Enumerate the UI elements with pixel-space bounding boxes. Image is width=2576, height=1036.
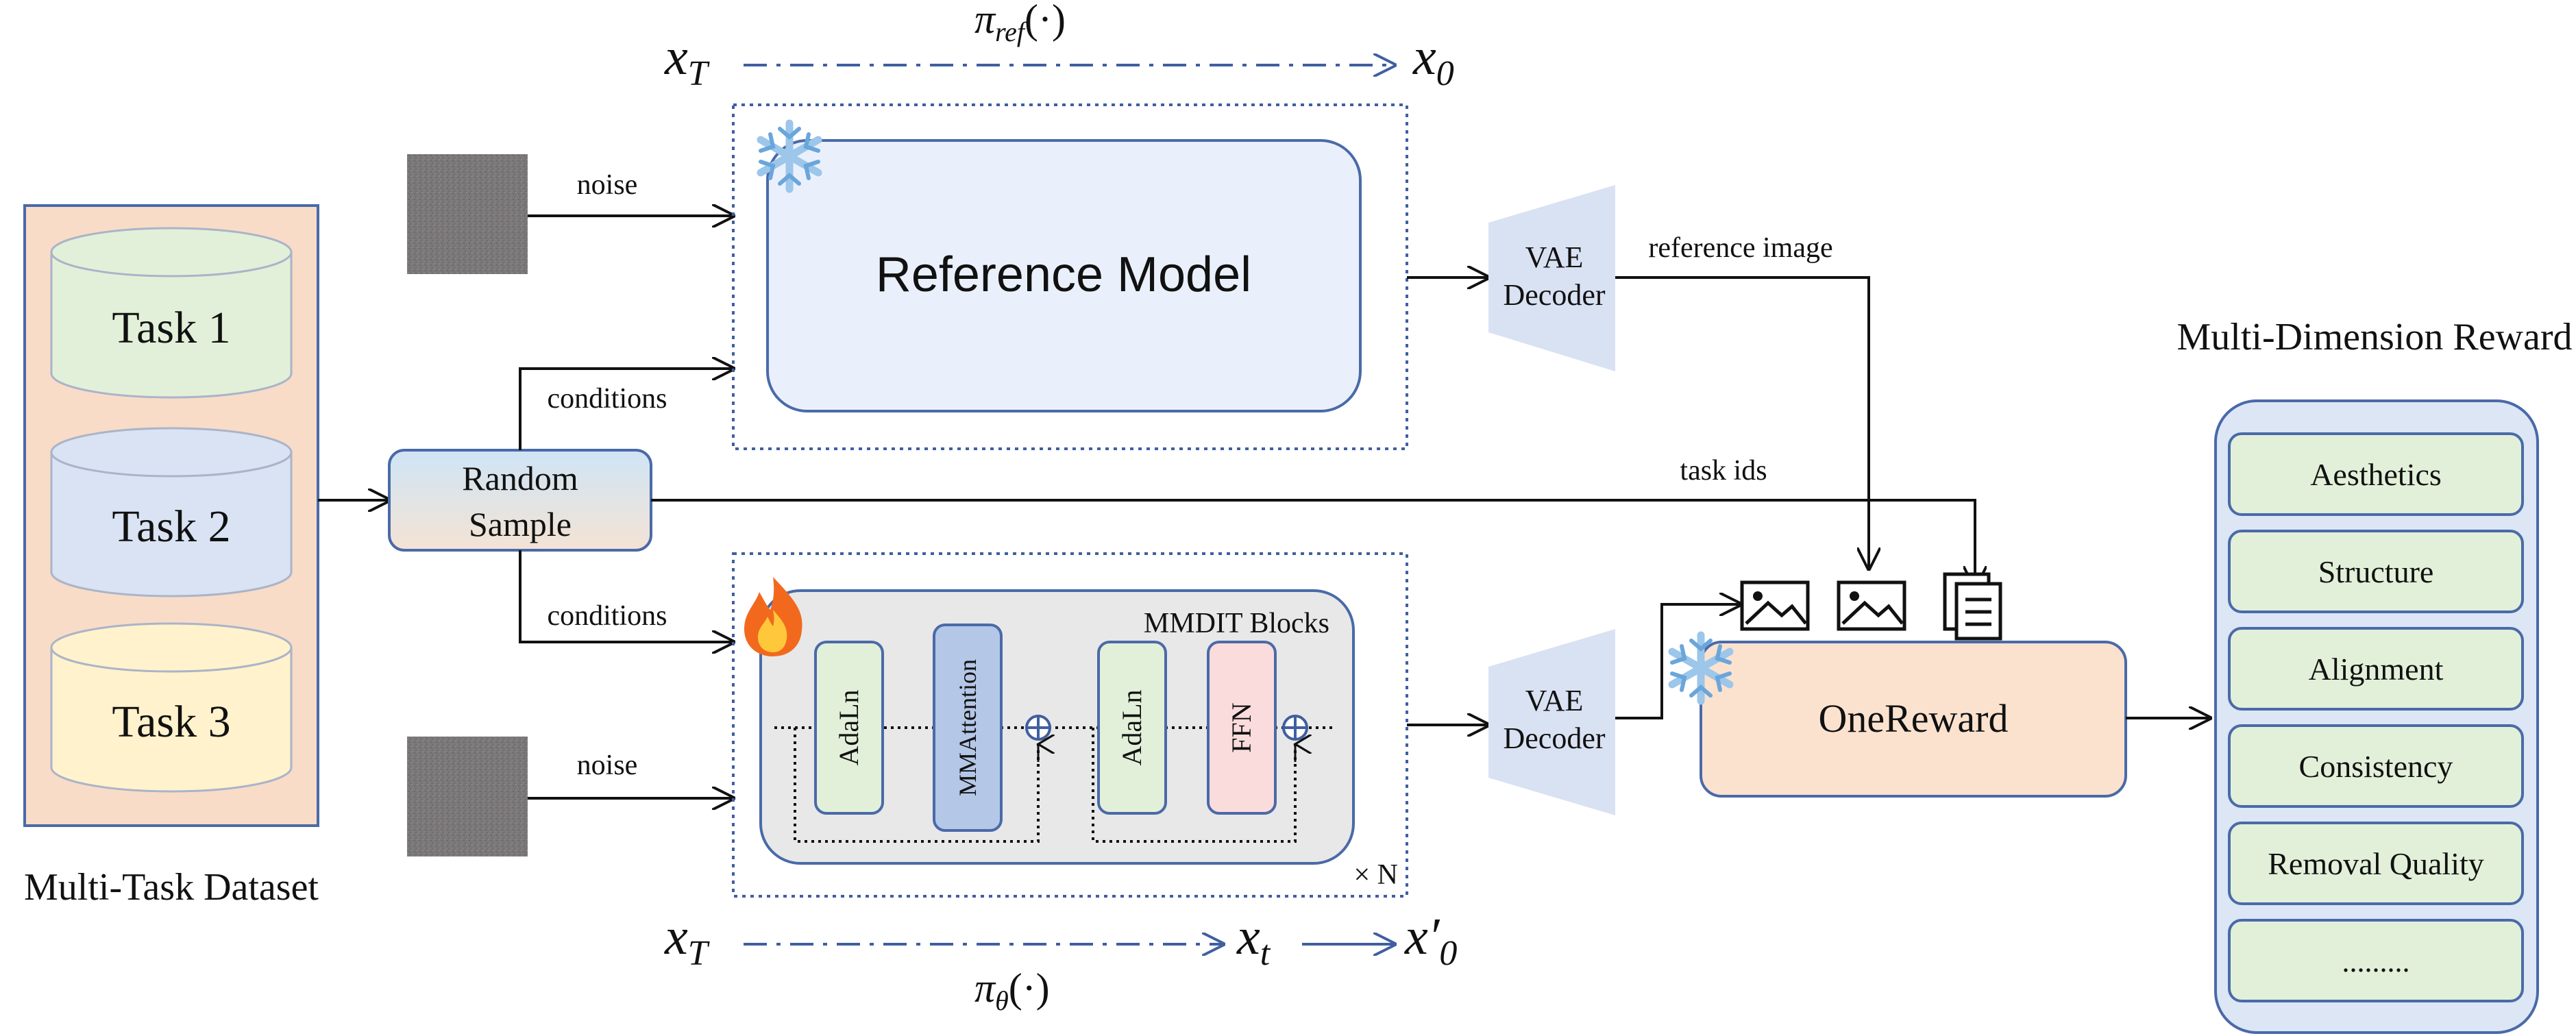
reward-item-label: ......... [2342,945,2410,978]
task-3-cylinder [50,622,293,793]
ref-x-end: x0 [1412,28,1454,93]
reference-image-label: reference image [1648,232,1832,264]
task-1-label: Task 1 [112,303,230,353]
layer-ffn: FFN [1207,641,1277,815]
conditions-top-label: conditions [548,383,667,415]
reward-item-label: Aesthetics [2310,457,2442,492]
reference-model-label: Reference Model [876,247,1251,302]
vae-bottom-line1: VAE [1525,684,1584,717]
layer-adaln-1-label: AdaLn [833,689,864,765]
policy-model-frame [732,552,1408,898]
reference-model-box [766,139,1362,412]
noise-bottom-label: noise [577,750,638,781]
layer-ffn-label: FFN [1226,702,1257,752]
task-ids-arrow [651,499,1975,587]
residual-add-2 [1282,715,1308,741]
generated-image-icon [1740,580,1810,631]
residual-add-1 [1025,715,1051,741]
reference-image-icon [1837,580,1906,631]
policy-x-mid: xt [1236,908,1271,973]
reward-items-list: AestheticsStructureAlignmentConsistencyR… [2228,432,2524,1002]
frozen-snowflake-icon [757,119,822,193]
task-id-document-icon [1943,572,2002,641]
random-sample-line1: Random [462,459,578,497]
ref-x-start: xT [664,28,710,93]
conditions-top-arrow [519,369,733,450]
layer-adaln-1: AdaLn [814,641,884,815]
conditions-bottom-label: conditions [548,600,667,632]
reference-trajectory: xT x0 πref(·) [664,0,1454,93]
vae-decoder-bottom: VAE Decoder [1488,629,1615,815]
generated-image-arrow [1615,604,1741,719]
onereward-label: OneReward [1818,696,2008,741]
reward-item-label: Alignment [2309,652,2444,687]
reward-item-box [2228,822,2524,905]
layer-adaln-2: AdaLn [1097,641,1167,815]
reward-item-label: Consistency [2299,749,2453,784]
reward-item-box [2228,530,2524,613]
layer-adaln-2-label: AdaLn [1116,689,1147,765]
vae-top-line2: Decoder [1503,278,1605,312]
vae-top-line1: VAE [1525,241,1584,274]
policy-x-start: xT [664,908,710,973]
rewards-title: Multi-Dimension Reward [2176,316,2572,358]
noise-image-bottom [407,737,528,856]
mmdit-residual-path [774,726,1333,843]
random-sample-line2: Sample [469,505,572,543]
task-3-label: Task 3 [112,697,230,747]
layer-mmattention-label: MMAttention [954,659,981,796]
trainable-fire-icon [744,577,802,656]
policy-trajectory: xT xt x′0 πθ(·) [664,908,1457,1016]
onereward-frozen-snowflake-icon [1668,631,1734,705]
vae-decoder-top: VAE Decoder [1488,185,1615,371]
vae-bottom-line2: Decoder [1503,722,1605,755]
random-sample-node: Random Sample [388,449,652,552]
reward-item-box [2228,919,2524,1002]
reference-image-arrow [1615,276,1869,569]
ref-policy-label: πref(·) [974,0,1066,47]
multi-task-dataset: Task 1 Task 2 Task 3 Multi-Task Dataset [23,204,319,909]
dataset-caption: Multi-Task Dataset [24,866,319,909]
repeat-n-label: × N [1353,859,1398,891]
mmdit-blocks-label: MMDIT Blocks [1144,608,1329,639]
task-1-cylinder [50,227,293,399]
task-2-cylinder [50,427,293,597]
reward-item-box [2228,724,2524,808]
policy-x-end: x′0 [1404,908,1457,973]
task-ids-label: task ids [1680,455,1767,486]
conditions-bottom-arrow [519,550,733,642]
noise-image-top [407,154,528,274]
layer-mmattention: MMAttention [933,624,1003,832]
reward-item-label: Removal Quality [2268,846,2484,881]
reward-item-box [2228,627,2524,711]
reward-item-box [2228,432,2524,516]
task-2-label: Task 2 [112,502,230,552]
reward-item-label: Structure [2318,554,2434,589]
noise-top-label: noise [577,169,638,201]
policy-label: πθ(·) [974,965,1050,1016]
